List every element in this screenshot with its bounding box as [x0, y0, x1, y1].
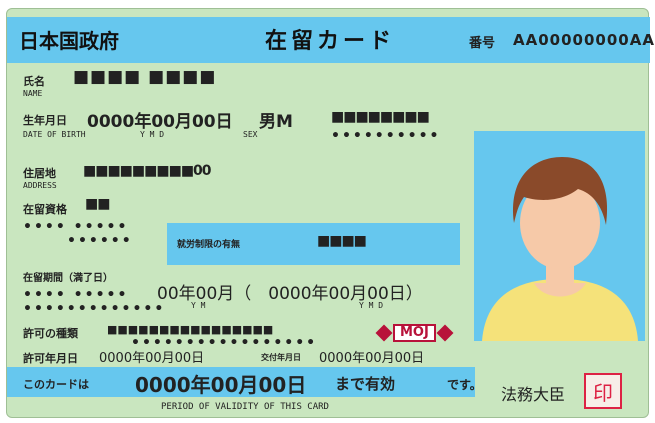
- work-restriction-box: 就労制限の有無 ■■■■: [167, 223, 460, 265]
- validity-bar: このカードは 0000年00月00日 まで有効 です。: [7, 367, 482, 397]
- status-label: 在留資格: [23, 203, 67, 216]
- period-label: 在留期間（満了日）: [23, 273, 113, 284]
- address-label: 住居地: [23, 167, 56, 180]
- period-value: 00年00月（ 0000年00月00日）: [157, 284, 423, 304]
- card-header: 日本国政府 在留カード 番号 AA00000000AA: [7, 17, 654, 63]
- work-restriction-value: ■■■■: [317, 233, 367, 249]
- sex-value: 男M: [259, 112, 293, 132]
- dob-label: 生年月日: [23, 114, 67, 127]
- sex-label-en: SEX: [243, 130, 258, 139]
- issuer: 日本国政府: [19, 29, 119, 53]
- period-dots-2: •••••••••••••: [23, 301, 166, 317]
- card-title: 在留カード: [265, 29, 396, 54]
- diamond-icon: [436, 324, 454, 342]
- validity-tail: です。: [447, 378, 482, 392]
- issue-date-value: 0000年00月00日: [319, 351, 425, 366]
- person-icon: [482, 157, 638, 341]
- status-value: ■■: [85, 196, 110, 212]
- name-label: 氏名: [23, 75, 45, 88]
- name-value: ■■■■ ■■■■: [73, 67, 217, 87]
- residence-card: 日本国政府 在留カード 番号 AA00000000AA 氏名 NAME ■■■■…: [6, 8, 654, 418]
- minister-title: 法務大臣: [501, 385, 566, 404]
- name-label-en: NAME: [23, 89, 43, 98]
- issue-date-label: 交付年月日: [261, 353, 301, 362]
- address-label-en: ADDRESS: [23, 181, 57, 190]
- nationality-value: ■■■■■■■■: [331, 109, 430, 125]
- portrait-photo: [474, 131, 645, 341]
- period-hint-2: Y M D: [359, 301, 384, 310]
- status-dots-1: •••• •••••: [23, 219, 129, 235]
- validity-prefix: このカードは: [23, 378, 89, 391]
- permit-kind-dots: •••••••••••••••••: [131, 335, 318, 351]
- validity-date: 0000年00月00日: [135, 373, 307, 397]
- period-dots-1: •••• •••••: [23, 287, 129, 303]
- permit-date-label: 許可年月日: [23, 352, 78, 365]
- validity-en: PERIOD OF VALIDITY OF THIS CARD: [161, 402, 329, 412]
- diamond-icon: [375, 324, 393, 342]
- moj-text: MOJ: [393, 324, 436, 342]
- validity-suffix: まで有効: [335, 375, 396, 393]
- nationality-dots: ••••••••••: [331, 128, 441, 144]
- card-number-label: 番号: [469, 36, 496, 51]
- permit-date-value: 0000年00月00日: [99, 351, 205, 366]
- status-dots-2: ••••••: [67, 233, 133, 249]
- dob-value: 0000年00月00日: [87, 112, 233, 132]
- moj-emblem: MOJ: [369, 323, 460, 343]
- address-value: ■■■■■■■■■00: [83, 163, 212, 179]
- dob-label-en: DATE OF BIRTH: [23, 130, 86, 139]
- seal-stamp: 印: [584, 373, 622, 409]
- period-hint-1: Y M: [191, 301, 206, 310]
- seal-text: 印: [593, 380, 613, 405]
- work-restriction-label: 就労制限の有無: [177, 240, 241, 250]
- dob-ymd-hint: Y M D: [140, 130, 165, 139]
- permit-kind-value: ■■■■■■■■■■■■■■■■: [107, 323, 274, 336]
- card-number: AA00000000AA: [513, 31, 655, 49]
- permit-kind-label: 許可の種類: [23, 327, 78, 340]
